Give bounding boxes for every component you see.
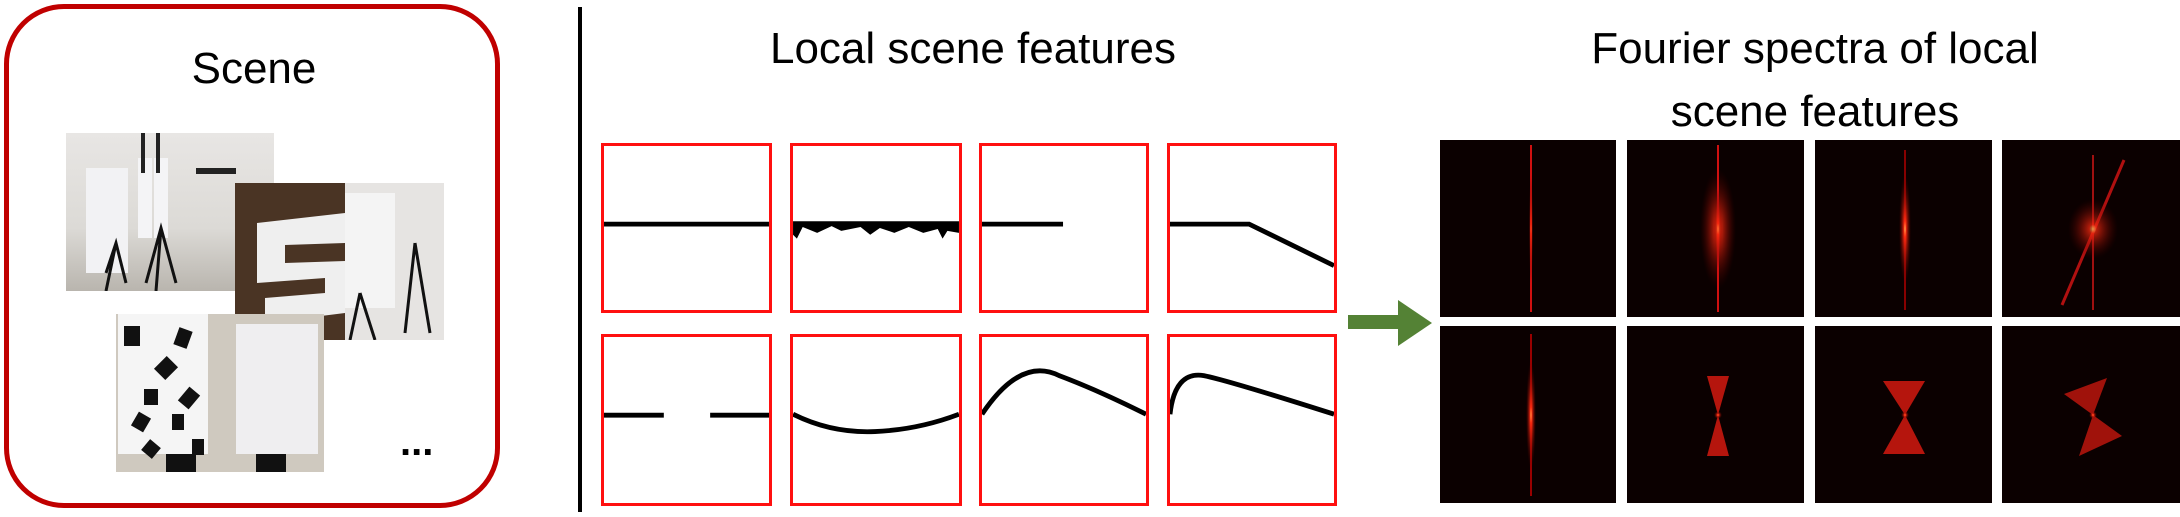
spectrum-convex-curve xyxy=(1815,326,1992,503)
transform-arrow-icon xyxy=(1348,300,1432,346)
spectrum-rough-edge xyxy=(1627,140,1804,317)
spectrum-bent-edge xyxy=(2002,140,2180,317)
feature-convex-curve xyxy=(979,334,1149,506)
spectrum-half-edge xyxy=(1815,140,1992,317)
scene-title: Scene xyxy=(191,44,317,93)
feature-rough-edge xyxy=(790,143,962,313)
feature-bent-edge xyxy=(1167,143,1337,313)
scene-photo-2 xyxy=(235,183,444,340)
spectra-title-line2: scene features xyxy=(1670,87,1960,136)
feature-straight-edge xyxy=(601,143,772,313)
scene-photo-3 xyxy=(116,314,324,472)
spectrum-asymmetric-curve xyxy=(2002,326,2180,503)
spectra-title-line1: Fourier spectra of local xyxy=(1591,24,2039,73)
spectrum-concave-curve xyxy=(1627,326,1804,503)
spectrum-straight-edge xyxy=(1440,140,1616,317)
feature-gap-edge xyxy=(601,334,772,506)
features-title: Local scene features xyxy=(769,24,1177,73)
section-divider xyxy=(578,7,582,512)
feature-asymmetric-curve xyxy=(1167,334,1337,506)
feature-half-edge xyxy=(979,143,1149,313)
spectrum-gap-edge xyxy=(1440,326,1616,503)
more-scenes-ellipsis: ... xyxy=(400,420,434,464)
scene-panel xyxy=(4,4,500,508)
feature-concave-curve xyxy=(790,334,962,506)
